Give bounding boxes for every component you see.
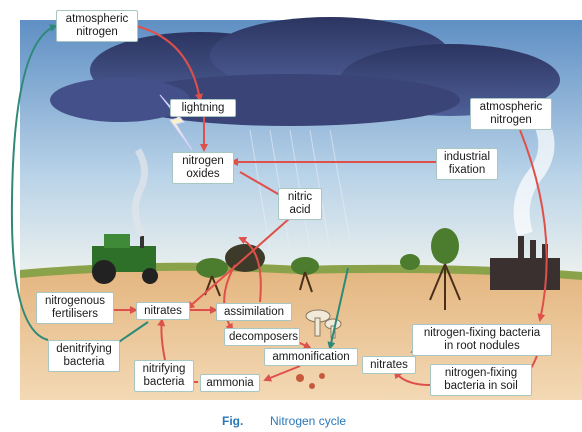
label-nitrates-left: nitrates bbox=[136, 302, 190, 320]
label-nitrogenous-fertilisers: nitrogenous fertilisers bbox=[36, 292, 114, 324]
label-atmospheric-nitrogen-right: atmospheric nitrogen bbox=[470, 98, 552, 130]
arrow-atm-to-lightning bbox=[135, 25, 203, 102]
arrow-denitrifying-to-atm bbox=[10, 24, 58, 341]
label-industrial-fixation: industrial fixation bbox=[436, 148, 498, 180]
label-nitrogen-fixing-soil: nitrogen-fixing bacteria in soil bbox=[430, 364, 532, 396]
arrow-soil-to-nitrates bbox=[393, 370, 431, 386]
red-arrows bbox=[112, 25, 548, 386]
arrow-atm-right-to-nodules bbox=[519, 129, 548, 322]
arrow-assimilation-to-plants bbox=[238, 236, 262, 303]
label-nitrates-right: nitrates bbox=[362, 356, 416, 374]
label-decomposers: decomposers bbox=[224, 328, 300, 346]
factory bbox=[490, 236, 560, 290]
arrow-oxides-to-nitric bbox=[239, 171, 287, 200]
label-assimilation: assimilation bbox=[216, 303, 292, 321]
label-lightning: lightning bbox=[170, 99, 236, 117]
arrow-plants-to-decomposers bbox=[223, 264, 236, 332]
tractor bbox=[92, 234, 158, 284]
label-ammonification: ammonification bbox=[264, 348, 358, 366]
arrow-root-uptake bbox=[327, 267, 349, 350]
ammonia-pebbles bbox=[296, 373, 325, 389]
lightning-bolt bbox=[159, 94, 193, 151]
label-nitrogen-oxides: nitrogen oxides bbox=[172, 152, 234, 184]
figure-number: Fig. bbox=[222, 414, 244, 428]
arrow-nitrifying-to-nitrates bbox=[157, 318, 166, 361]
tractor-smoke bbox=[132, 148, 148, 238]
roots bbox=[204, 263, 461, 310]
label-nitric-acid: nitric acid bbox=[278, 188, 322, 220]
figure-title: Nitrogen cycle bbox=[270, 414, 347, 428]
label-ammonia: ammonia bbox=[200, 374, 260, 392]
label-nitrifying-bacteria: nitrifying bacteria bbox=[134, 360, 194, 392]
arrow-ammonification-to-ammonia bbox=[263, 365, 301, 382]
label-nitrogen-fixing-root: nitrogen-fixing bacteria in root nodules bbox=[412, 324, 552, 356]
label-atmospheric-nitrogen-top: atmospheric nitrogen bbox=[56, 10, 138, 42]
storm-cloud bbox=[50, 17, 560, 126]
label-denitrifying-bacteria: denitrifying bacteria bbox=[48, 340, 120, 372]
arrow-nitric-to-nitrates bbox=[186, 217, 291, 310]
